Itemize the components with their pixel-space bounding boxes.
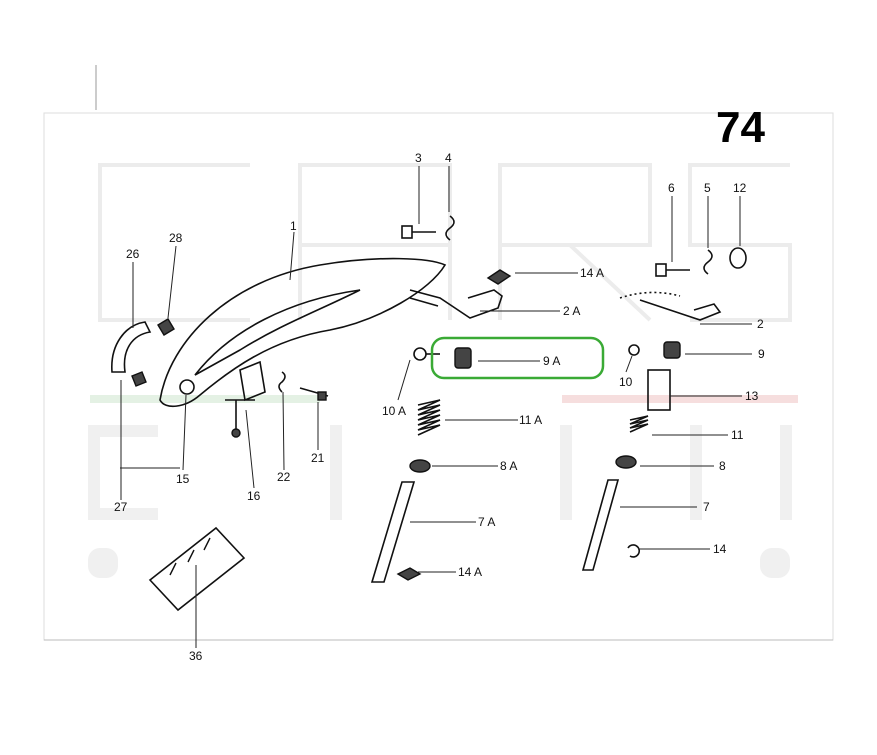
label-9a: 9 A xyxy=(543,354,560,368)
label-9: 9 xyxy=(758,347,765,361)
label-2: 2 xyxy=(757,317,764,331)
label-14: 14 xyxy=(713,542,727,556)
label-11: 11 xyxy=(731,428,744,442)
part-labels: 3 4 6 5 12 1 26 28 14 A 2 A 2 9 A 9 10 A… xyxy=(114,151,765,663)
label-14a-bottom: 14 A xyxy=(458,565,482,579)
label-10a: 10 A xyxy=(382,404,406,418)
label-36: 36 xyxy=(189,649,203,663)
label-27: 27 xyxy=(114,500,128,514)
label-21: 21 xyxy=(311,451,325,465)
label-15: 15 xyxy=(176,472,190,486)
label-26: 26 xyxy=(126,247,140,261)
label-6: 6 xyxy=(668,181,675,195)
label-10: 10 xyxy=(619,375,633,389)
label-11a: 11 A xyxy=(519,413,542,427)
label-4: 4 xyxy=(445,151,452,165)
label-14a-top: 14 A xyxy=(580,266,604,280)
label-16: 16 xyxy=(247,489,261,503)
label-8: 8 xyxy=(719,459,726,473)
label-7a: 7 A xyxy=(478,515,495,529)
label-13: 13 xyxy=(745,389,759,403)
label-8a: 8 A xyxy=(500,459,517,473)
label-2a: 2 A xyxy=(563,304,580,318)
label-7: 7 xyxy=(703,500,710,514)
label-1: 1 xyxy=(290,219,297,233)
label-12: 12 xyxy=(733,181,747,195)
label-5: 5 xyxy=(704,181,711,195)
page-number: 74 xyxy=(716,103,765,152)
watermark-logo xyxy=(88,163,798,578)
leader-lines xyxy=(120,166,752,648)
label-28: 28 xyxy=(169,231,183,245)
part-drawings xyxy=(111,215,747,612)
highlight-box-9a xyxy=(430,336,605,380)
label-22: 22 xyxy=(277,470,291,484)
label-3: 3 xyxy=(415,151,422,165)
